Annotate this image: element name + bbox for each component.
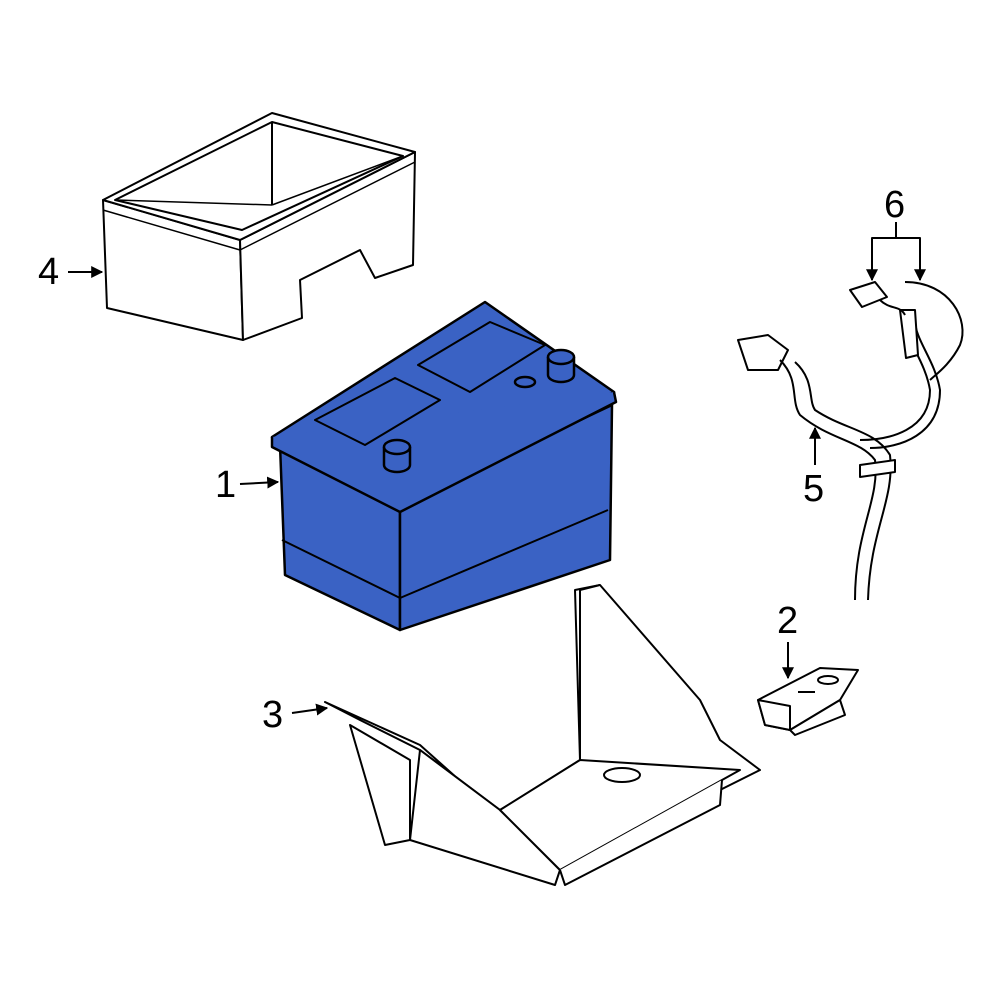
callout-6[interactable]: 6 bbox=[884, 184, 906, 226]
battery[interactable] bbox=[270, 300, 618, 632]
leader-lines bbox=[68, 222, 926, 716]
battery-cover[interactable] bbox=[102, 112, 416, 341]
callout-4[interactable]: 4 bbox=[38, 251, 60, 293]
battery-tray[interactable] bbox=[324, 584, 761, 886]
hold-down-clamp[interactable] bbox=[757, 667, 859, 736]
callout-3[interactable]: 3 bbox=[262, 694, 284, 736]
callout-1[interactable]: 1 bbox=[215, 464, 237, 506]
callout-5[interactable]: 5 bbox=[803, 468, 825, 510]
callout-2[interactable]: 2 bbox=[777, 600, 799, 642]
battery-cable[interactable] bbox=[737, 281, 964, 601]
